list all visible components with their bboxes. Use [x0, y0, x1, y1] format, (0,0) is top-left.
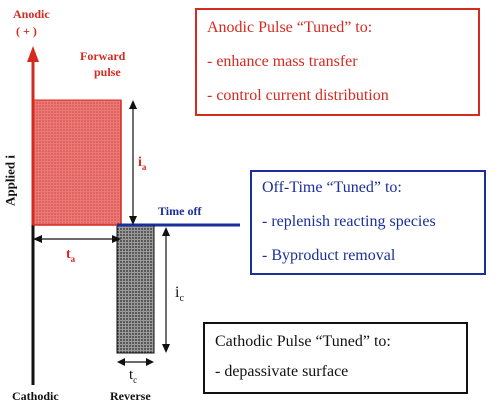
- cathodic-tuning-box: Cathodic Pulse “Tuned” to: - depassivate…: [203, 322, 468, 394]
- offtime-box-title: Off-Time “Tuned” to:: [262, 179, 402, 196]
- time-off-label: Time off: [158, 204, 202, 218]
- anodic-label: Anodic: [13, 7, 50, 21]
- ia-label: ia: [138, 155, 147, 172]
- reverse-pulse-block: [116, 224, 155, 354]
- anodic-box-item: - control current distribution: [207, 87, 389, 104]
- anodic-sign-label: ( + ): [16, 24, 37, 38]
- anodic-box-item: - enhance mass transfer: [207, 53, 358, 70]
- cathodic-label: Cathodic: [12, 389, 59, 403]
- offtime-box-item: - Byproduct removal: [262, 247, 396, 264]
- anodic-tuning-box: Anodic Pulse “Tuned” to: - enhance mass …: [195, 8, 480, 116]
- cathodic-box-title: Cathodic Pulse “Tuned” to:: [215, 333, 391, 350]
- pulse-label: pulse: [94, 65, 121, 79]
- reverse-label: Reverse: [110, 389, 151, 403]
- anodic-axis-arrow-icon: [27, 46, 39, 62]
- ic-label: ic: [175, 284, 184, 305]
- offtime-box-item: - replenish reacting species: [262, 213, 436, 230]
- forward-label: Forward: [80, 49, 126, 63]
- offtime-tuning-box: Off-Time “Tuned” to: - replenish reactin…: [250, 170, 486, 275]
- applied-i-label: Applied i: [2, 155, 18, 206]
- anodic-box-title: Anodic Pulse “Tuned” to:: [207, 19, 373, 36]
- cathodic-box-item: - depassivate surface: [215, 363, 349, 380]
- ta-label: ta: [66, 247, 76, 264]
- forward-pulse-block: [32, 99, 122, 226]
- tc-label: tc: [129, 367, 138, 385]
